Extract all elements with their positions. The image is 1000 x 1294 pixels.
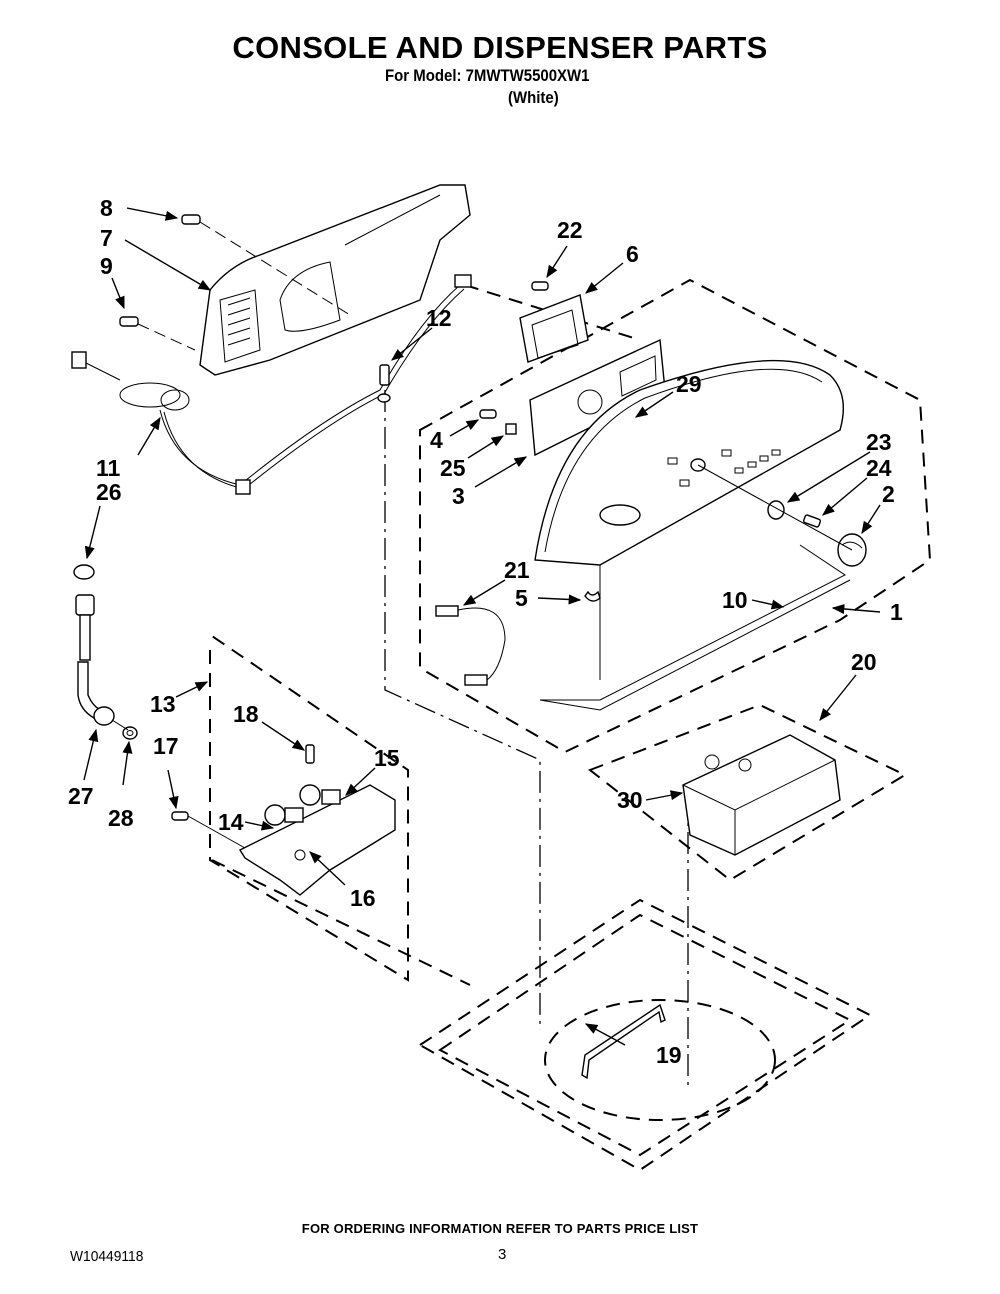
callout-3: 3 [452, 483, 465, 509]
callout-25: 25 [440, 455, 466, 481]
dispenser-drawer [682, 734, 841, 856]
screw-18 [305, 744, 315, 764]
cabinet-top [418, 898, 872, 1172]
document-number: W10449118 [70, 1248, 144, 1265]
callout-9: 9 [100, 253, 113, 279]
rear-panel [199, 184, 471, 376]
console-group-outline [419, 278, 932, 754]
callout-15: 15 [374, 745, 400, 771]
dispenser-group-outline [587, 703, 908, 882]
callout-11: 11 [96, 455, 121, 481]
model-color: (White) [508, 88, 559, 107]
callout-30: 30 [617, 787, 643, 813]
screw-22 [531, 281, 549, 291]
callout-14: 14 [218, 809, 244, 835]
nut-23 [767, 500, 785, 520]
ordering-note: FOR ORDERING INFORMATION REFER TO PARTS … [301, 1221, 699, 1236]
callout-23: 23 [866, 429, 892, 455]
callout-12: 12 [426, 305, 452, 331]
callout-2: 2 [882, 481, 895, 507]
callout-6: 6 [626, 241, 639, 267]
leader-arrows [83, 207, 881, 1046]
callout-18: 18 [233, 701, 259, 727]
callout-22: 22 [557, 217, 583, 243]
valve-to-base-line [211, 859, 471, 986]
callout-5: 5 [515, 585, 528, 611]
clip-5 [584, 590, 601, 602]
callout-27: 27 [68, 783, 94, 809]
control-board [519, 294, 589, 363]
screw-8 [181, 214, 201, 225]
rear-panel-leader-line [384, 390, 541, 1030]
bracket-19 [581, 1003, 666, 1080]
callout-13: 13 [150, 691, 176, 717]
encoder-25 [505, 423, 517, 435]
callout-8: 8 [100, 195, 113, 221]
callout-1: 1 [890, 599, 903, 625]
callout-21: 21 [504, 557, 530, 583]
callout-28: 28 [108, 805, 134, 831]
callout-16: 16 [350, 885, 376, 911]
inlet-screen-26 [73, 564, 95, 580]
page-number: 3 [498, 1246, 507, 1263]
fill-hose-27 [75, 594, 115, 726]
ground-screw-12 [377, 364, 391, 403]
console-seal-10 [540, 544, 846, 701]
shaft-adapter-24 [802, 514, 822, 528]
callout-7: 7 [100, 225, 113, 251]
console-to-board-line [464, 284, 641, 341]
screw-17 [171, 811, 189, 821]
callout-24: 24 [866, 455, 892, 481]
water-valve-assembly [238, 784, 396, 896]
screw-9 [119, 316, 139, 327]
model-number: For Model: 7MWTW5500XW1 [385, 66, 590, 85]
callout-10: 10 [722, 587, 748, 613]
screw-4 [479, 409, 497, 419]
wire-harness-21 [435, 605, 506, 686]
page-title: CONSOLE AND DISPENSER PARTS [232, 30, 768, 65]
callout-29: 29 [676, 371, 702, 397]
valve-group-outline [209, 635, 409, 982]
callout-26: 26 [96, 479, 122, 505]
callout-20: 20 [851, 649, 877, 675]
callout-19: 19 [656, 1042, 682, 1068]
washer-28 [122, 726, 138, 740]
callout-17: 17 [153, 733, 179, 759]
console-body [534, 359, 851, 711]
callout-4: 4 [430, 427, 443, 453]
